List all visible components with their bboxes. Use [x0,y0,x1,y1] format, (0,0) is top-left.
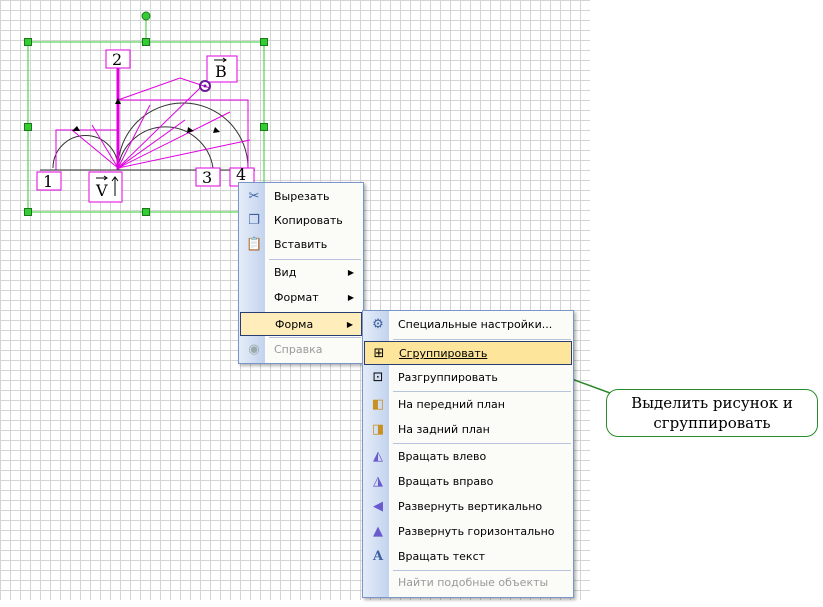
menu-separator [393,391,571,392]
selection-handle-nw[interactable] [24,38,32,46]
menu-item-label: Форма [275,318,314,331]
menu-item-special-settings[interactable]: ⚙ Специальные настройки... [364,313,572,337]
menu-separator [269,337,361,338]
arc-3 [117,126,214,169]
label-b: B [215,62,227,81]
menu-item-label: Развернуть горизонтально [398,525,555,538]
context-menu: ✂ Вырезать ❐ Копировать 📋 Вставить Вид ▶… [238,182,364,364]
menu-item-help[interactable]: ◉ Справка [240,338,362,362]
menu-item-find-similar[interactable]: Найти подобные объекты [364,571,572,595]
menu-item-ungroup[interactable]: ⊡ Разгруппировать [364,366,572,390]
send-back-icon: ◨ [371,422,385,437]
copy-icon: ❐ [248,213,260,228]
label-box-1 [36,171,62,191]
menu-item-view[interactable]: Вид ▶ [240,261,362,285]
submenu-arrow-icon: ▶ [346,320,353,329]
label-4: 4 [236,165,246,184]
selection-handle-ne[interactable] [260,38,268,46]
menu-item-label: Развернуть вертикально [398,500,543,513]
menu-item-flip-horizontal[interactable]: ▲ Развернуть горизонтально [364,520,572,544]
label-3: 3 [202,168,212,187]
callout-line-2: сгруппировать [653,414,771,432]
help-icon: ◉ [248,342,260,357]
page-margin [590,0,823,607]
menu-separator [269,259,361,260]
submenu-arrow-icon: ▶ [347,268,354,277]
scissors-icon: ✂ [248,189,260,204]
flip-horizontal-icon: ▲ [373,524,383,539]
shape-submenu: ⚙ Специальные настройки... ⊞ Сгруппирова… [362,310,574,598]
menu-item-rotate-right[interactable]: ◮ Вращать вправо [364,470,572,494]
submenu-arrow-icon: ▶ [347,293,354,302]
menu-item-label: Вращать вправо [398,475,494,488]
arc-4 [117,102,249,169]
selection-handle-sw[interactable] [24,208,32,216]
menu-item-rotate-left[interactable]: ◭ Вращать влево [364,445,572,469]
menu-item-send-back[interactable]: ◨ На задний план [364,418,572,442]
ungroup-icon: ⊡ [372,370,384,385]
label-1: 1 [43,172,53,191]
menu-item-paste[interactable]: 📋 Вставить [240,233,362,257]
menu-item-label: Вращать текст [398,550,486,563]
menu-item-label: Разгруппировать [398,371,498,384]
page-bottom-margin [0,600,823,607]
selection-handle-w[interactable] [24,123,32,131]
label-2: 2 [112,50,122,69]
menu-item-label: Копировать [274,214,343,227]
menu-item-group[interactable]: ⊞ Сгруппировать [364,341,572,365]
callout-line-1: Выделить рисунок и [631,394,793,412]
flip-vertical-icon: ◀ [373,499,383,514]
instruction-callout: Выделить рисунок и сгруппировать [606,389,818,437]
selection-handle-n[interactable] [142,38,150,46]
menu-item-flip-vertical[interactable]: ◀ Развернуть вертикально [364,495,572,519]
menu-separator [393,339,571,340]
paste-icon: 📋 [246,237,263,252]
menu-item-label: Сгруппировать [399,347,488,360]
menu-item-label: Формат [274,291,319,304]
rotate-left-icon: ◭ [373,449,383,464]
menu-item-label: Специальные настройки... [398,318,553,331]
settings-icon: ⚙ [372,317,384,332]
label-box-2 [105,49,131,69]
selection-handle-e[interactable] [260,123,268,131]
menu-item-label: Вставить [274,238,328,251]
menu-separator [393,570,571,571]
menu-item-copy[interactable]: ❐ Копировать [240,209,362,233]
label-box-3 [195,167,221,187]
rotation-handle [141,11,151,21]
bring-front-icon: ◧ [371,397,385,412]
rotate-right-icon: ◮ [373,474,383,489]
menu-item-shape[interactable]: Форма ▶ [240,312,362,336]
menu-item-label: На передний план [398,398,505,411]
menu-item-label: Вид [274,266,297,279]
target-marker-icon [199,80,211,92]
menu-item-label: На задний план [398,423,490,436]
menu-item-label: Вращать влево [398,450,487,463]
menu-item-label: Справка [274,343,323,356]
group-icon: ⊞ [373,346,385,361]
menu-item-bring-front[interactable]: ◧ На передний план [364,393,572,417]
menu-separator [393,443,571,444]
menu-item-label: Найти подобные объекты [398,576,549,589]
label-v: V [95,181,108,200]
rotate-text-icon: A [372,549,384,564]
menu-item-rotate-text[interactable]: A Вращать текст [364,545,572,569]
menu-item-format[interactable]: Формат ▶ [240,286,362,310]
menu-item-cut[interactable]: ✂ Вырезать [240,185,362,209]
selection-handle-s[interactable] [142,208,150,216]
menu-item-label: Вырезать [274,190,330,203]
